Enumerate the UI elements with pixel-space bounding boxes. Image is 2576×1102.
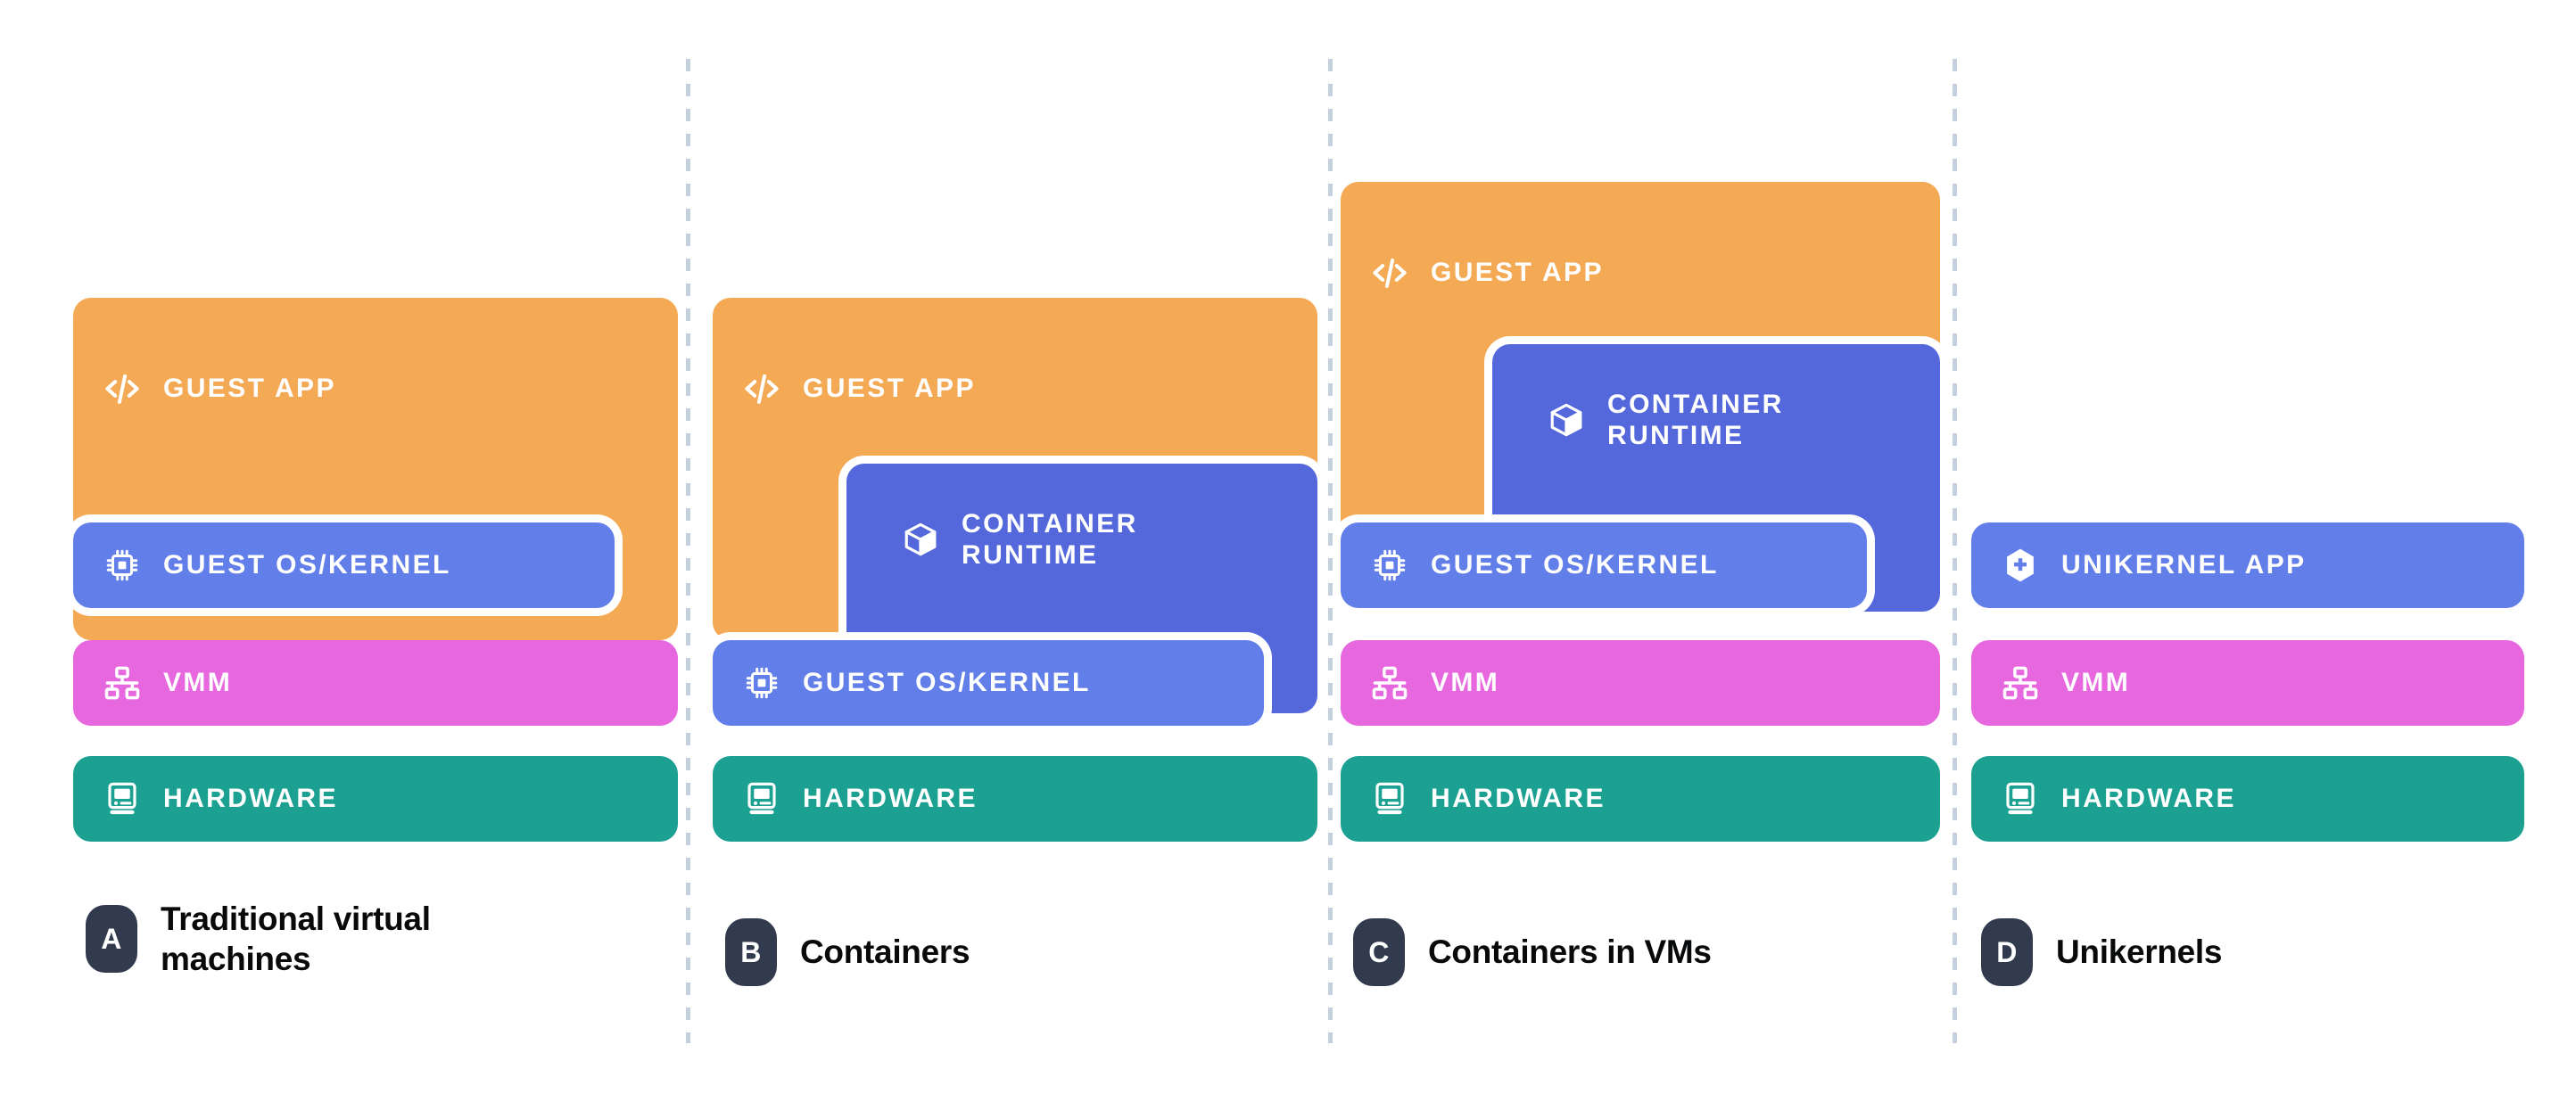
layer-label-guest-os-kernel-a: GUEST OS/KERNEL xyxy=(163,550,451,580)
code-brackets-icon xyxy=(1371,254,1408,292)
layer-hardware-d[interactable]: HARDWARE xyxy=(1971,756,2524,842)
layer-label-container-runtime-b: CONTAINER RUNTIME xyxy=(962,508,1138,570)
caption-c: C Containers in VMs xyxy=(1353,918,1924,986)
column-b-containers: GUEST APP CONTAINER RUNTIME xyxy=(686,0,1328,1102)
layer-label-guest-os-kernel-c: GUEST OS/KERNEL xyxy=(1431,550,1719,580)
column-a-traditional-virtual-machines: GUEST APP GUEST OS/KERNEL xyxy=(0,0,686,1102)
desktop-computer-icon xyxy=(2002,780,2039,818)
layer-guest-os-kernel-a[interactable]: GUEST OS/KERNEL xyxy=(73,522,615,608)
hexagon-plus-icon xyxy=(2002,547,2039,584)
column-c-containers-in-vms: GUEST APP CONTAINER RUNTIME xyxy=(1328,0,1953,1102)
caption-a: A Traditional virtual machines xyxy=(86,899,656,979)
layer-label-hardware-c: HARDWARE xyxy=(1431,784,1606,814)
layer-vmm-c[interactable]: VMM xyxy=(1341,640,1940,726)
caption-text-b: Containers xyxy=(800,933,970,971)
badge-a: A xyxy=(86,905,137,974)
layer-label-hardware-d: HARDWARE xyxy=(2061,784,2236,814)
sitemap-network-icon xyxy=(2002,664,2039,702)
layer-guest-os-kernel-b[interactable]: GUEST OS/KERNEL xyxy=(713,640,1264,726)
layer-vmm-d[interactable]: VMM xyxy=(1971,640,2524,726)
layer-label-unikernel-app-d: UNIKERNEL APP xyxy=(2061,550,2307,580)
cube-box-icon xyxy=(902,521,939,558)
layer-guest-os-kernel-c[interactable]: GUEST OS/KERNEL xyxy=(1341,522,1867,608)
sitemap-network-icon xyxy=(103,664,141,702)
desktop-computer-icon xyxy=(103,780,141,818)
caption-text-d: Unikernels xyxy=(2056,933,2223,971)
caption-d: D Unikernels xyxy=(1981,918,2552,986)
badge-b: B xyxy=(725,918,777,986)
caption-text-a: Traditional virtual machines xyxy=(161,901,431,978)
column-d-unikernels: UNIKERNEL APP VMM xyxy=(1953,0,2576,1102)
layer-label-guest-app-b: GUEST APP xyxy=(803,374,976,404)
sitemap-network-icon xyxy=(1371,664,1408,702)
layer-unikernel-app-d[interactable]: UNIKERNEL APP xyxy=(1971,522,2524,608)
column-divider-1 xyxy=(686,59,690,1043)
desktop-computer-icon xyxy=(1371,780,1408,818)
column-divider-2 xyxy=(1328,59,1333,1043)
column-divider-3 xyxy=(1953,59,1957,1043)
caption-b: B Containers xyxy=(725,918,1296,986)
badge-c: C xyxy=(1353,918,1405,986)
cpu-chip-icon xyxy=(1371,547,1408,584)
badge-d: D xyxy=(1981,918,2033,986)
desktop-computer-icon xyxy=(743,780,780,818)
layer-label-guest-os-kernel-b: GUEST OS/KERNEL xyxy=(803,668,1091,698)
layer-label-hardware-a: HARDWARE xyxy=(163,784,338,814)
cube-box-icon xyxy=(1548,401,1585,439)
layer-vmm-a[interactable]: VMM xyxy=(73,640,678,726)
layer-label-container-runtime-c: CONTAINER RUNTIME xyxy=(1607,389,1784,450)
cpu-chip-icon xyxy=(743,664,780,702)
cpu-chip-icon xyxy=(103,547,141,584)
layer-label-guest-app-c: GUEST APP xyxy=(1431,258,1604,288)
layer-label-hardware-b: HARDWARE xyxy=(803,784,978,814)
layer-label-vmm-c: VMM xyxy=(1431,668,1500,698)
code-brackets-icon xyxy=(103,370,141,407)
layer-hardware-b[interactable]: HARDWARE xyxy=(713,756,1317,842)
layer-hardware-a[interactable]: HARDWARE xyxy=(73,756,678,842)
layer-label-vmm-d: VMM xyxy=(2061,668,2131,698)
layer-label-vmm-a: VMM xyxy=(163,668,233,698)
layer-label-guest-app-a: GUEST APP xyxy=(163,374,336,404)
layer-hardware-c[interactable]: HARDWARE xyxy=(1341,756,1940,842)
caption-text-c: Containers in VMs xyxy=(1428,933,1712,971)
code-brackets-icon xyxy=(743,370,780,407)
